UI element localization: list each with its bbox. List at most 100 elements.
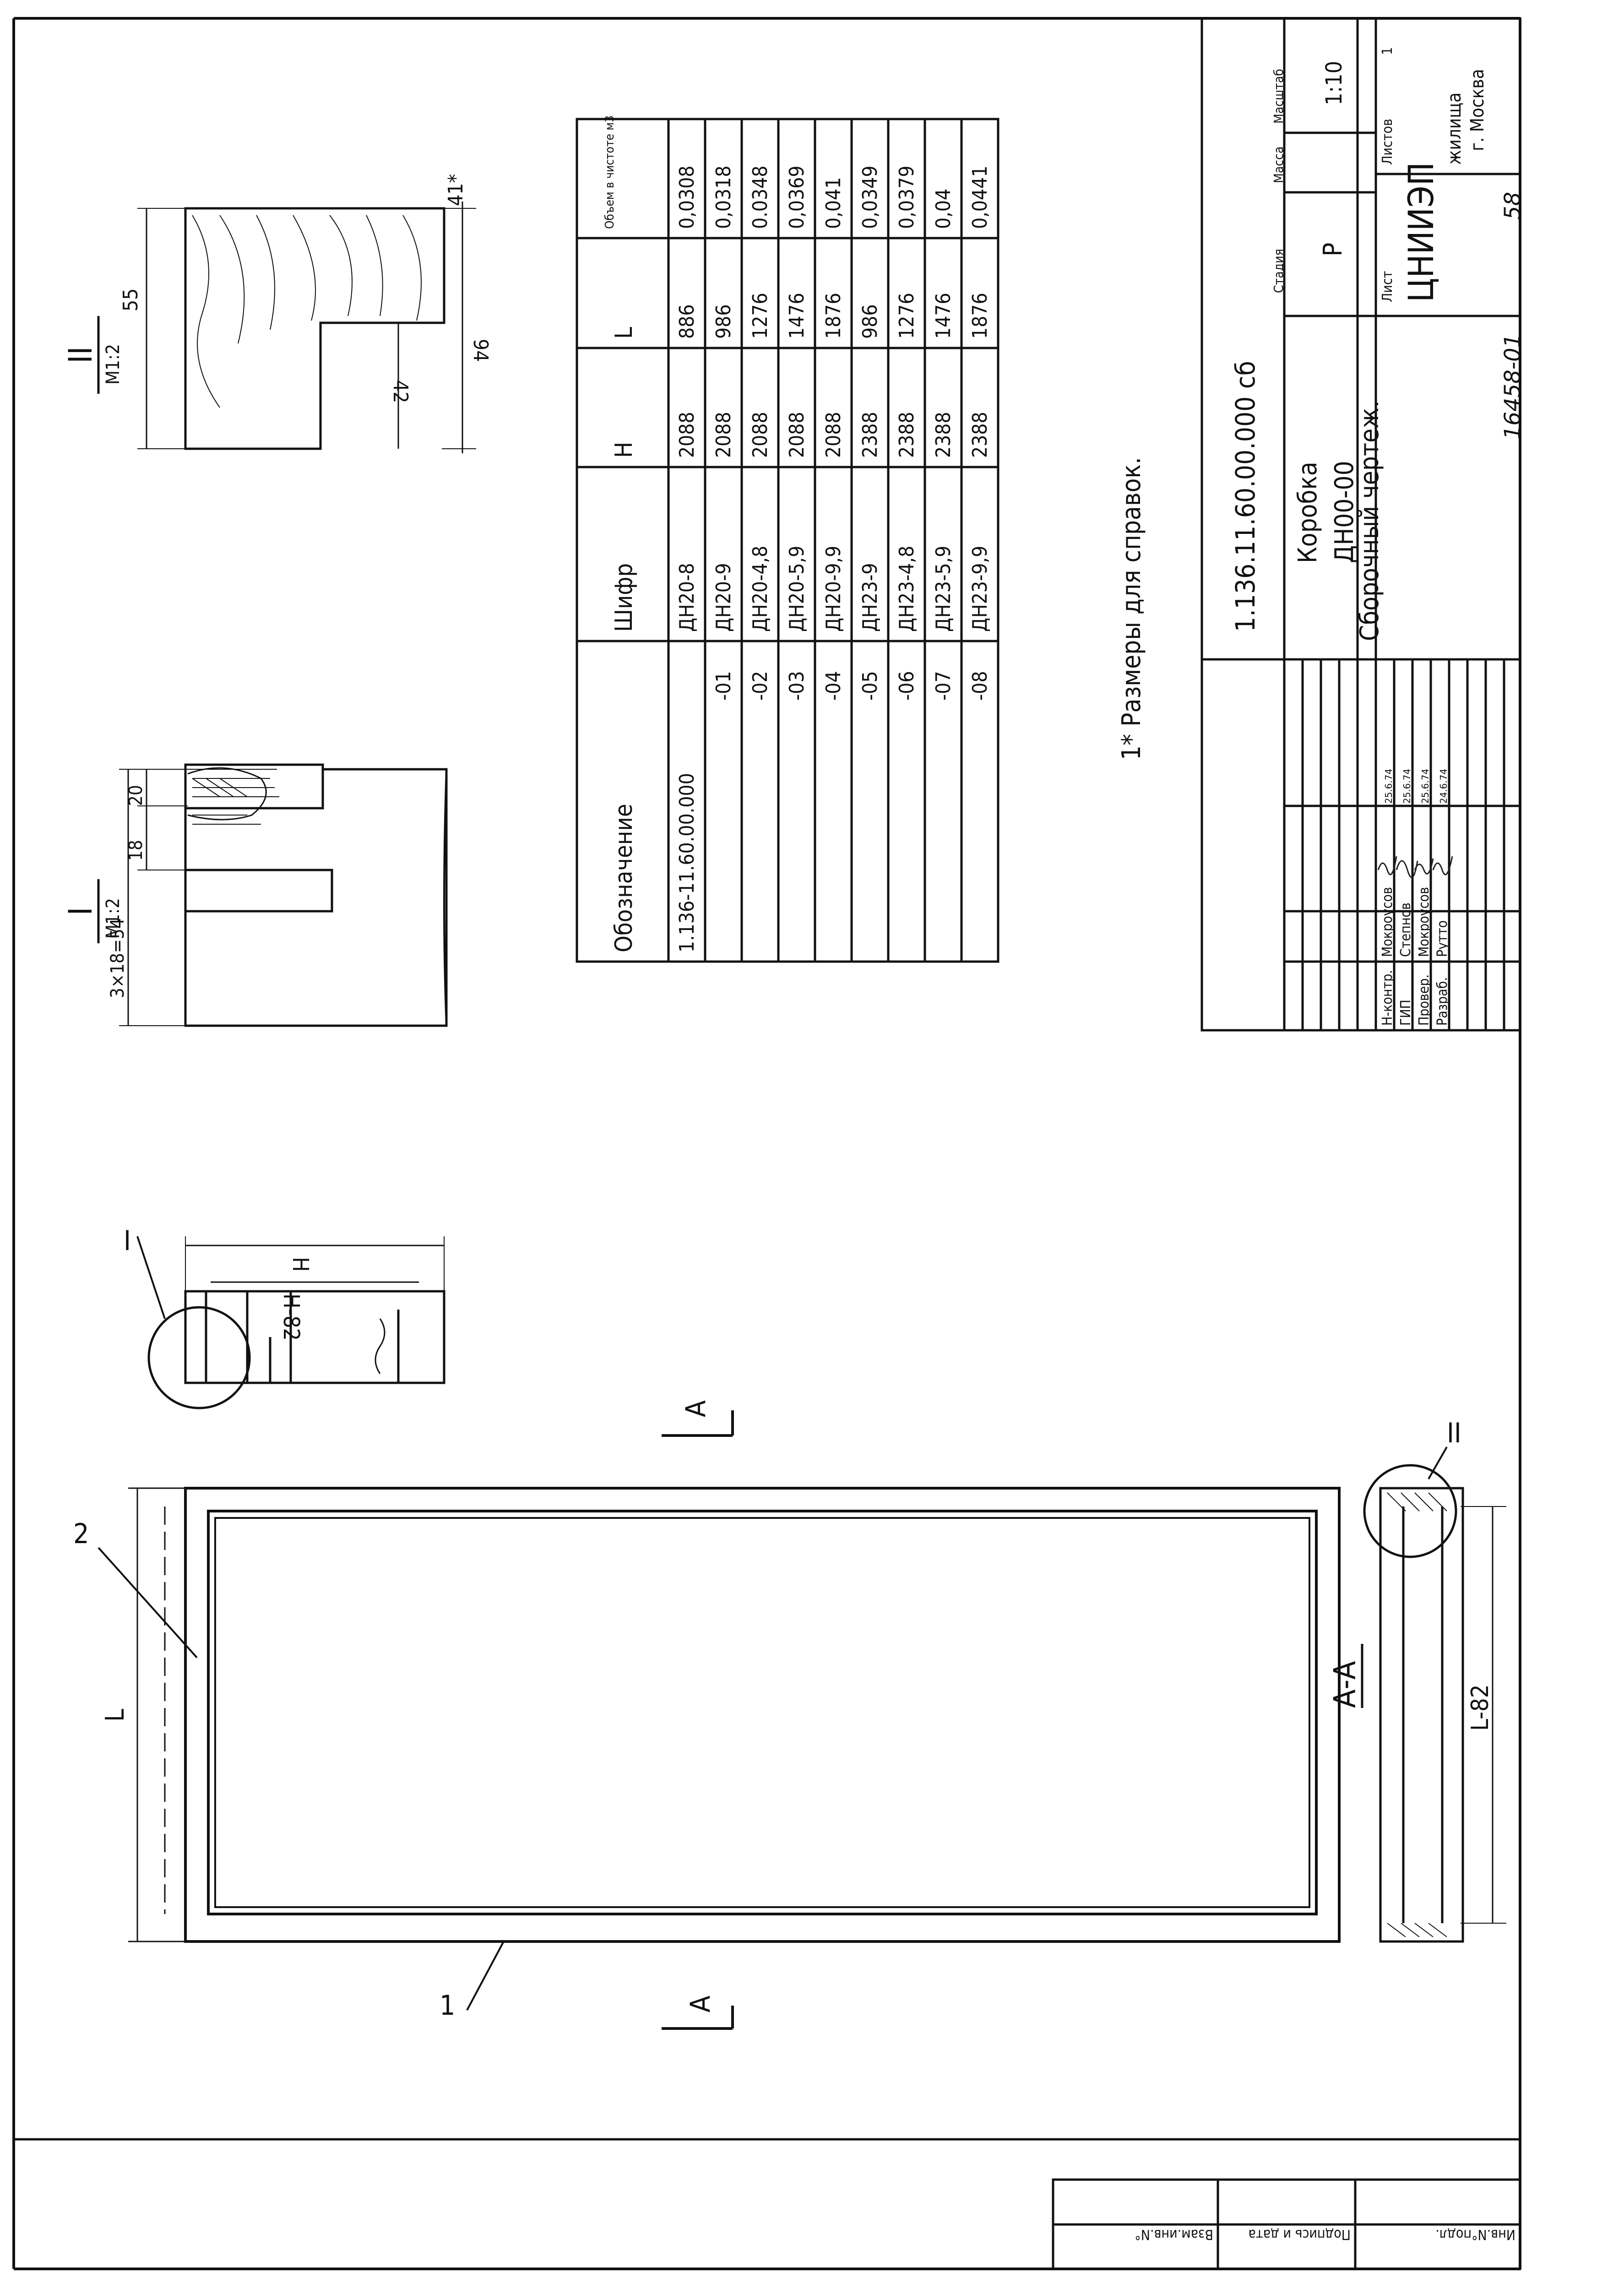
dim-L82: L-82 [1466,1684,1494,1731]
detail-II-callout-circle [1363,1464,1457,1558]
detail-I-leader [136,1236,166,1319]
spec-cell-6-3: 1276 [895,293,918,339]
spec-cell-3-2: 2088 [785,412,809,458]
spec-cell-7-3: 1476 [932,293,955,339]
frame-front-view [164,1487,1341,1943]
spec-cell-0-2: 2088 [675,412,699,458]
spec-cell-5-1: ДН23-9 [858,563,882,632]
section-cut-top [662,1410,734,1437]
mass-label: Масса [1271,147,1286,183]
archive-number: 16458-01 [1500,334,1526,440]
dim-L-line [128,1487,188,1942]
spec-cell-1-3: 986 [712,304,735,339]
sig-role-2: Провер. [1416,974,1432,1026]
side-stamp-strip [1052,2178,1521,2270]
sheet-label: Лист [1380,271,1396,302]
spec-header-1: Шифр [610,563,638,632]
callout-1-leader [466,1941,505,2011]
callout-2-leader [98,1547,198,1659]
spec-cell-4-0: -04 [822,671,845,701]
spec-cell-0-4: 0,0308 [675,166,699,229]
spec-header-3: L [610,327,638,339]
stamp-inv-podl: Инв.N°подл. [1435,2226,1515,2242]
sig-name-1: Степнов [1398,903,1414,957]
detail-I-dim-18: 18 [125,840,147,861]
spec-cell-1-4: 0,0318 [712,166,735,229]
detail-II-title: II [62,346,99,363]
spec-cell-6-2: 2388 [895,412,918,458]
spec-cell-0-0: 1.136-11.60.00.000 [675,773,699,952]
sig-date-2: 25.6.74 [1420,769,1431,804]
sig-date-3: 24.6.74 [1438,769,1449,804]
spec-cell-3-0: -03 [785,671,809,701]
spec-cell-2-3: 1276 [749,293,772,339]
doc-code: 1.136.11.60.00.000 сб [1230,361,1261,632]
detail-II [137,201,476,453]
sheet-frame [12,17,1521,2270]
sig-date-1: 25.6.74 [1401,769,1412,804]
spec-cell-5-4: 0,0349 [858,166,882,229]
stamp-vzam-inv: Взам.инв.N° [1135,2226,1213,2242]
spec-cell-7-1: ДН23-5,9 [932,546,955,632]
spec-cell-0-3: 886 [675,304,699,339]
spec-cell-2-1: ДН20-4,8 [749,546,772,632]
org-line2: жилища [1444,92,1465,165]
spec-cell-1-2: 2088 [712,412,735,458]
page-number: 58 [1500,192,1526,220]
title-line2: ДН00-00 [1330,461,1359,563]
section-cut-top-label: А [680,1400,712,1417]
title-block-frame [1200,17,1521,1032]
detail-I-dim-20: 20 [125,785,147,806]
spec-header-2: H [610,442,638,458]
spec-cell-4-4: 0,041 [822,177,845,229]
detail-II-dim-94: 94 [469,339,492,362]
spec-cell-8-1: ДН23-9,9 [968,546,992,632]
sig-role-0: Н-контр. [1380,970,1396,1026]
title-line1: Коробка [1293,462,1323,563]
spec-cell-4-2: 2088 [822,412,845,458]
detail-I-callout-circle [147,1306,251,1409]
spec-cell-7-2: 2388 [932,412,955,458]
section-cut-bottom [662,2006,734,2030]
detail-I-dim-total: 3×18=54 [107,918,128,998]
detail-I-scale: М1:2 [103,898,124,939]
detail-I-callout-mark: I [124,1225,131,1257]
title-block-texts: 1.136.11.60.00.000 сб Коробка ДН00-00 Сб… [1230,47,1488,1026]
spec-cell-3-1: ДН20-5,9 [785,546,809,632]
stage-value: Р [1318,243,1348,256]
spec-cell-0-1: ДН20-8 [675,563,699,632]
detail-II-dim-41: 41* [444,174,467,206]
sig-date-0: 25.6.74 [1383,769,1394,804]
spec-cell-6-4: 0,0379 [895,166,918,229]
spec-cell-8-0: -08 [968,671,992,701]
spec-cell-7-0: -07 [932,671,955,701]
detail-II-callout-mark: II [1447,1417,1461,1449]
spec-cell-2-2: 2088 [749,412,772,458]
sheets-value: 1 [1380,47,1396,55]
dim-H: H [288,1257,313,1272]
spec-cell-2-4: 0.0348 [749,166,772,229]
dim-H82: H-82 [278,1294,304,1341]
detail-II-scale: М1:2 [103,344,124,385]
org-line3: г. Москва [1467,69,1488,151]
spec-cell-5-0: -05 [858,671,882,701]
spec-cell-4-3: 1876 [822,293,845,339]
spec-header-4: Объем в чистоте м3 [603,115,617,229]
spec-cell-2-0: -02 [749,671,772,701]
sig-name-0: Мокроусов [1380,887,1396,957]
detail-II-dim-55: 55 [119,288,142,311]
sig-role-3: Разраб. [1434,977,1450,1026]
spec-cell-5-3: 986 [858,304,882,339]
callout-2: 2 [73,1518,89,1550]
spec-table: Обозначение Шифр H L Объем в чистоте м3 1.136… [603,115,992,952]
detail-I [119,763,448,1027]
dim-L: L [100,1709,130,1722]
spec-cell-5-2: 2388 [858,412,882,458]
scale-label: Масштаб [1271,69,1286,124]
sig-name-3: Рутто [1434,920,1450,957]
table-note: 1* Размеры для справок. [1117,457,1146,760]
spec-cell-1-0: -01 [712,671,735,701]
spec-header-0: Обозначение [610,804,638,952]
spec-table-frame [576,118,999,963]
